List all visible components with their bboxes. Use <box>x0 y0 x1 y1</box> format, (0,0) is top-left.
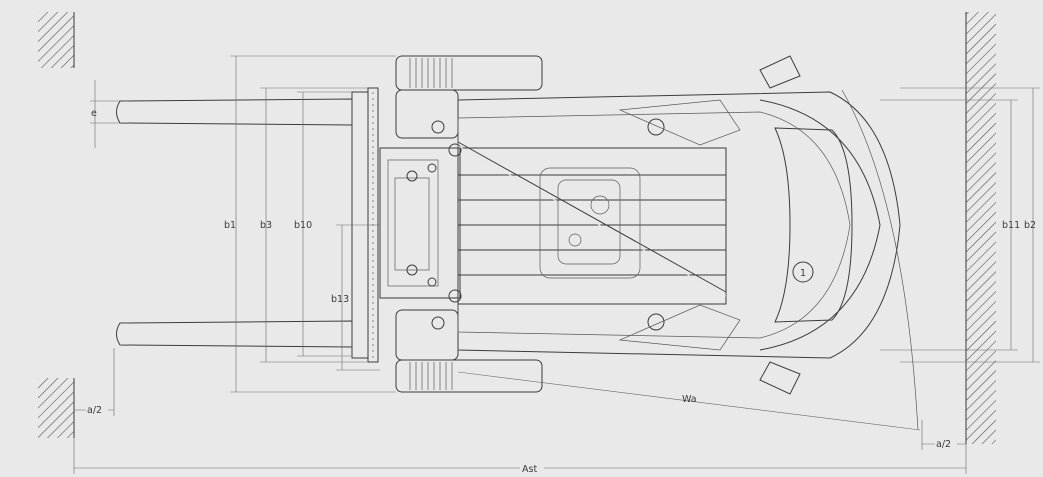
truck-chassis <box>457 91 901 359</box>
label-b2: b2 <box>1024 220 1036 231</box>
overhead-guard <box>457 141 727 305</box>
dimension-e: e <box>90 80 120 148</box>
turning-radius-arc <box>841 89 919 431</box>
label-ast: Ast <box>522 464 537 475</box>
wall-right <box>965 12 996 444</box>
dimension-b3: b3 <box>260 87 368 363</box>
dimension-a-half-left: a/2 <box>74 348 115 416</box>
item-number-badge: 1 <box>792 261 814 283</box>
wall-bottom-left <box>38 378 75 438</box>
dimension-b13: b13 <box>331 224 380 371</box>
wall-top-left <box>38 12 75 68</box>
dimension-b11: b11 <box>880 99 1020 351</box>
label-b13: b13 <box>331 294 349 305</box>
label-b1: b1 <box>224 220 236 231</box>
label-a-half-left: a/2 <box>87 405 102 416</box>
counterweight <box>759 55 881 395</box>
label-b10: b10 <box>294 220 312 231</box>
mast-assembly <box>379 143 462 303</box>
dimension-b2: b2 <box>900 87 1040 363</box>
rear-axle <box>431 99 741 351</box>
operator-seat <box>539 167 641 279</box>
badge-number: 1 <box>800 268 806 279</box>
label-b3: b3 <box>260 220 272 231</box>
fork-lower <box>116 320 353 348</box>
dimension-a-half-right: a/2 <box>921 420 966 450</box>
front-wheel-top <box>395 55 543 139</box>
label-e: e <box>91 108 97 119</box>
label-b11: b11 <box>1002 220 1020 231</box>
fork-upper <box>116 98 353 126</box>
label-wa: Wa <box>682 394 697 405</box>
front-wheel-bottom <box>395 309 543 393</box>
dimension-wa: Wa <box>457 371 921 431</box>
dimension-b10: b10 <box>294 91 352 357</box>
dimension-b1: b1 <box>224 55 396 393</box>
label-a-half-right: a/2 <box>936 439 951 450</box>
dimension-ast: Ast <box>73 438 967 475</box>
